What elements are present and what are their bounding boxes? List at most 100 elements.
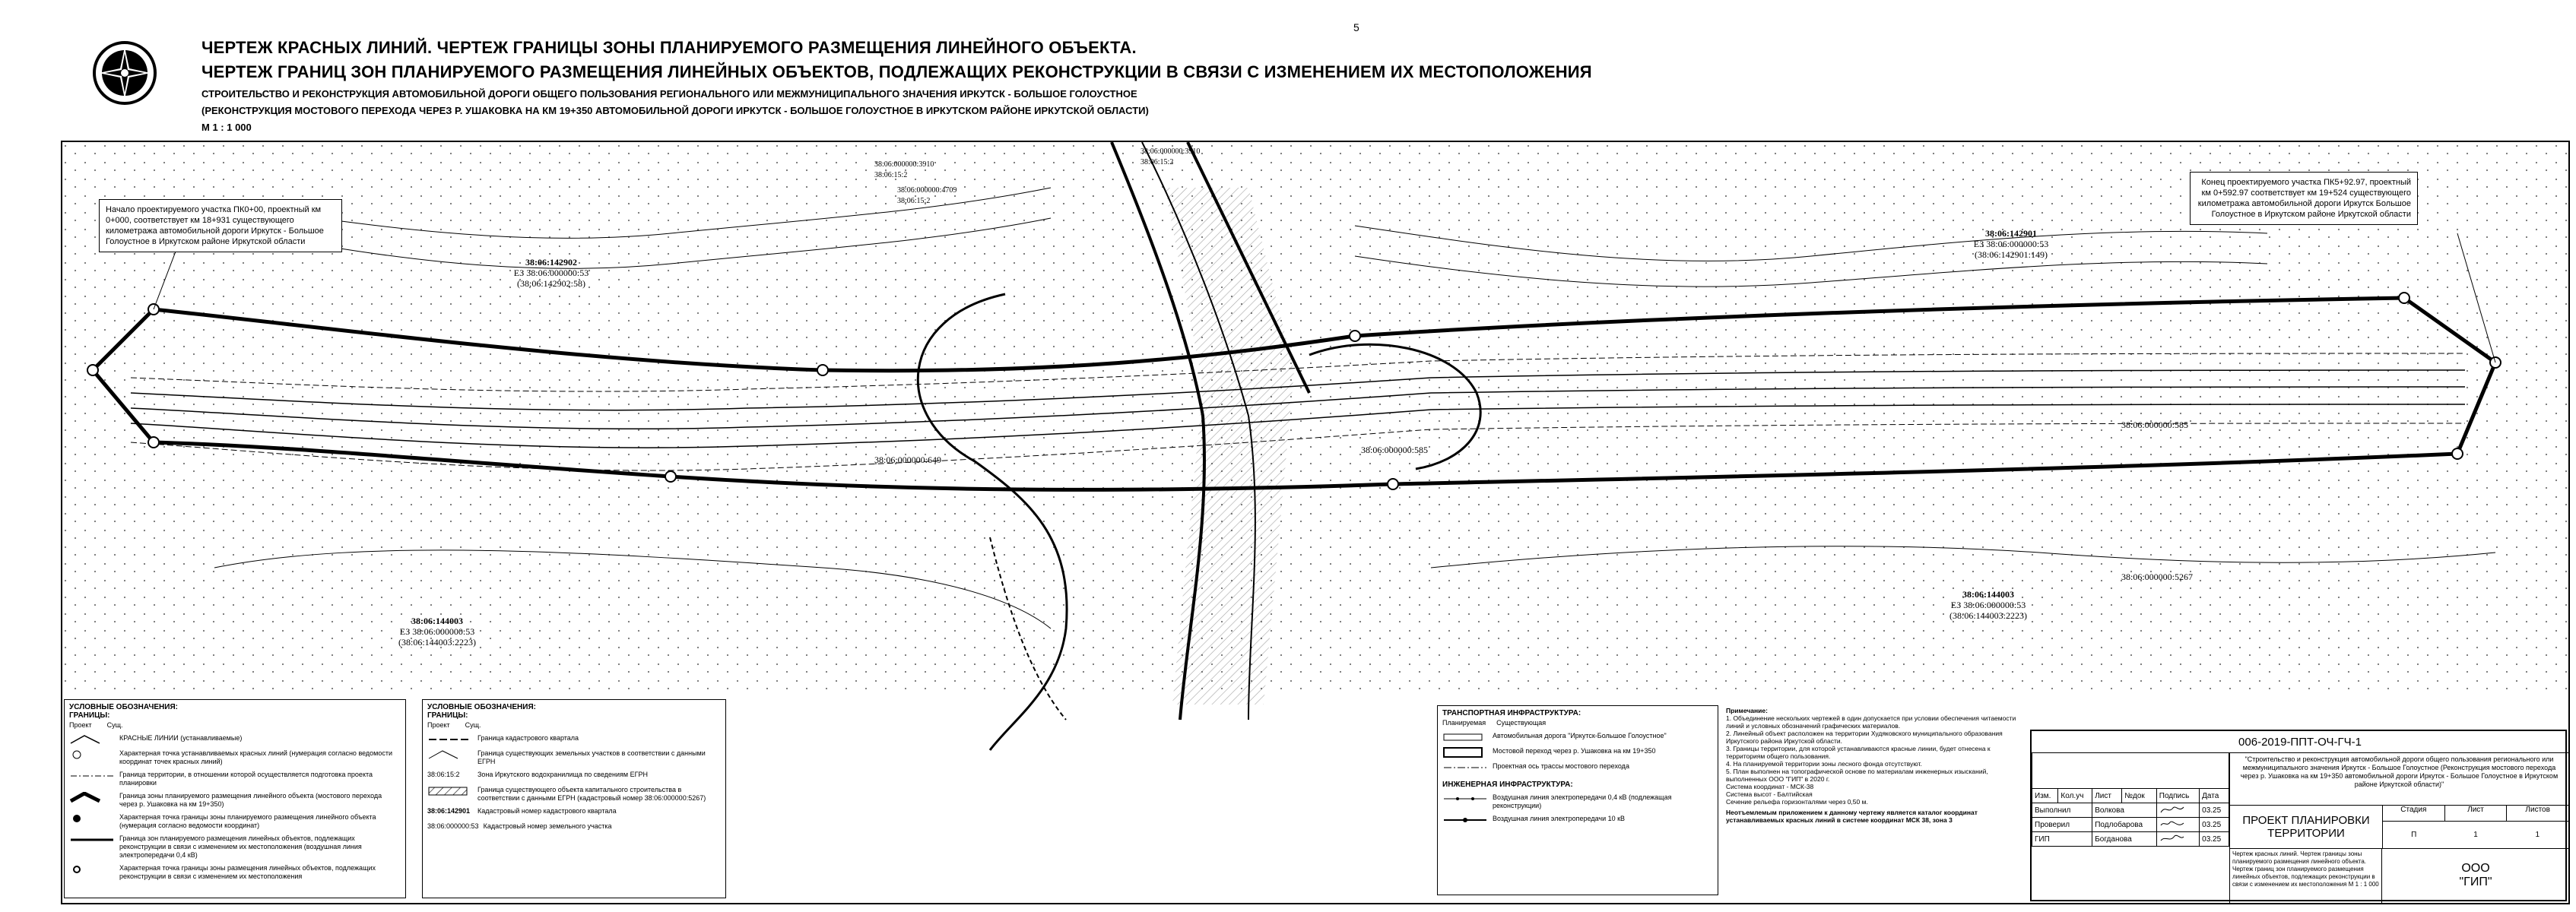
legend-item: Мостовой переход через р. Ушаковка на км… [1442,747,1713,758]
parcel-number: 38:06:142901 [1985,228,2037,239]
sheet-value: 1 [2473,831,2478,839]
legend-item: Характерная точка устанавливаемых красны… [69,749,401,766]
parcel-ez: ЕЗ 38:06:000000:53 [1950,600,2026,610]
object-name: "Строительство и реконструкция автомобил… [2230,752,2568,806]
legend-text: Характерная точка границы зоны размещени… [119,864,376,880]
top-parcel-2: 38:06:15:2 [874,171,908,179]
sheet-header: Лист [2445,806,2508,821]
legend-num: 38:06:142901 [427,807,471,815]
legend-col-existing: Сущ. [465,721,481,729]
stamp-role: Выполнил [2031,803,2093,818]
legend-item: Характерная точка границы зоны размещени… [69,864,401,881]
legend-text: КРАСНЫЕ ЛИНИИ (устанавливаемые) [119,734,243,742]
parcel-ez: ЕЗ 38:06:000000:53 [513,268,589,278]
stamp-hdr: Подпись [2156,788,2200,803]
legend-title: УСЛОВНЫЕ ОБОЗНАЧЕНИЯ: [69,703,178,711]
stamp-name: Богданова [2092,831,2157,847]
legend-text: Воздушная линия электропередачи 10 кВ [1493,815,1626,822]
end-callout: Конец проектируемого участка ПК5+92.97, … [2190,172,2418,225]
stamp-row: Выполнил Волкова 03.25 [2031,803,2229,818]
legend-item: Граница территории, в отношении которой … [69,771,401,787]
road-parcel-2: 38:06:000000:585 [1361,445,1429,455]
stamp-table: Изм. Кол.уч Лист №док Подпись Дата Выпол… [2031,752,2229,847]
road-parcel-3: 38:06:000000:585 [2121,420,2189,430]
legend-text: Кадастровый номер земельного участка [483,822,612,830]
legend-item: Граница зон планируемого размещения лине… [69,834,401,860]
parcel-label-3: 38:06:144003 ЕЗ 38:06:000000:53 (38:06:1… [365,616,509,648]
legend-col-existing: Сущ. [106,721,123,729]
parcel-sub: (38:06:142902:58) [517,278,585,289]
legend-item: КРАСНЫЕ ЛИНИИ (устанавливаемые) [69,734,401,745]
parcel-sub: (38:06:142901:149) [1975,249,2048,260]
legend-item: Граница существующего объекта капитально… [427,786,721,803]
note-line: 3. Границы территории, для которой устан… [1726,745,1991,760]
org-line-1: ООО [2461,862,2490,875]
legend-item: Автомобильная дорога "Иркутск-Большое Го… [1442,732,1713,743]
legend-col-project: Проект [427,721,450,729]
legend-text: Автомобильная дорога "Иркутск-Большое Го… [1493,732,1667,739]
legend-cadastre: УСЛОВНЫЕ ОБОЗНАЧЕНИЯ: ГРАНИЦЫ: Проект Су… [422,699,726,898]
legend-title-2: ИНЖЕНЕРНАЯ ИНФРАСТРУКТУРА: [1442,781,1573,789]
parcel-label-4: 38:06:144003 ЕЗ 38:06:000000:53 (38:06:1… [1916,589,2060,621]
title-line-1: ЧЕРТЕЖ КРАСНЫХ ЛИНИЙ. ЧЕРТЕЖ ГРАНИЦЫ ЗОН… [201,38,1137,57]
subtitle-1: СТРОИТЕЛЬСТВО И РЕКОНСТРУКЦИЯ АВТОМОБИЛЬ… [201,88,1137,100]
legend-num: 38:06:15:2 [427,771,460,778]
stamp-hdr: №док [2121,788,2157,803]
legend-item: Граница существующих земельных участков … [427,749,721,766]
legend-col-existing: Существующая [1496,719,1547,727]
legend-subtitle: ГРАНИЦЫ: [427,711,468,720]
project-name: ПРОЕКТ ПЛАНИРОВКИ ТЕРРИТОРИИ [2230,806,2383,849]
note-line: Сечение рельефа горизонталями через 0,50… [1726,798,1868,806]
legend-text: Кадастровый номер кадастрового квартала [477,807,617,815]
legend-col-project: Проект [69,721,92,729]
stamp-hdr: Кол.уч [2057,788,2093,803]
logo [91,40,158,106]
top-parcel-5: 38:06:000000:3910 [1140,147,1201,156]
road-parcel-1: 38:06:000000:649 [874,454,942,465]
legend-text: Граница существующих земельных участков … [477,749,706,765]
road-parcel-4: 38:06:000000:5267 [2121,572,2194,582]
top-parcel-4: 38:06:15:2 [897,197,931,205]
legend-text: Граница зоны планируемого размещения лин… [119,792,382,808]
top-parcel-1: 38:06:000000:3910 [874,160,934,169]
signature-icon [2156,831,2200,847]
parcel-ez: ЕЗ 38:06:000000:53 [1973,239,2049,249]
note-line: Система высот - Балтийская [1726,790,1813,798]
stamp-name: Волкова [2092,803,2157,818]
parcel-label-2: 38:06:142901 ЕЗ 38:06:000000:53 (38:06:1… [1946,228,2076,260]
start-callout: Начало проектируемого участка ПК0+00, пр… [99,199,342,252]
legend-text: Характерная точка границы зоны планируем… [119,813,376,829]
stamp-name: Подлобарова [2092,817,2157,832]
stamp-role: Проверил [2031,817,2093,832]
organization: ООО "ГИП" [2383,848,2568,903]
signature-icon [2156,803,2200,818]
compass-logo-icon [93,41,157,105]
legend-subtitle: ГРАНИЦЫ: [69,711,110,720]
legend-text: Проектная ось трассы мостового перехода [1493,762,1629,770]
stamp-hdr: Изм. [2031,788,2059,803]
legend-item: Характерная точка границы зоны планируем… [69,813,401,830]
legend-item: Проектная ось трассы мостового перехода [1442,762,1713,773]
sheets-header: Листов [2525,806,2550,814]
parcel-label-1: 38:06:142902 ЕЗ 38:06:000000:53 (38:06:1… [487,257,616,289]
legend-text: Граница существующего объекта капитально… [477,786,706,802]
stamp-row: Проверил Подлобарова 03.25 [2031,817,2229,832]
note-line: 5. План выполнен на топографической осно… [1726,768,1988,783]
title-line-2: ЧЕРТЕЖ ГРАНИЦ ЗОН ПЛАНИРУЕМОГО РАЗМЕЩЕНИ… [201,62,1592,81]
legend-boundaries: УСЛОВНЫЕ ОБОЗНАЧЕНИЯ: ГРАНИЦЫ: Проект Су… [64,699,406,898]
legend-item: Воздушная линия электропередачи 0,4 кВ (… [1442,793,1713,810]
stamp-hdr: Лист [2092,788,2123,803]
notes-block: Примечание: 1. Объединение нескольких че… [1726,707,2022,824]
legend-item: Граница кадастрового квартала [427,734,721,745]
stamp-date: 03.25 [2199,831,2229,847]
stamp-row: ГИП Богданова 03.25 [2031,831,2229,847]
drawing-code: 006-2019-ППТ-ОЧ-ГЧ-1 [2032,731,2568,753]
legend-item: Воздушная линия электропередачи 10 кВ [1442,815,1713,825]
parcel-number: 38:06:144003 [1962,589,2014,600]
page-number: 5 [1353,21,1359,33]
notes-footer: Неотъемлемым приложением к данному черте… [1726,809,1978,824]
stage-header: Стадия [2383,806,2445,821]
org-line-2: "ГИП" [2459,876,2492,888]
drawing-frame [61,141,2570,904]
